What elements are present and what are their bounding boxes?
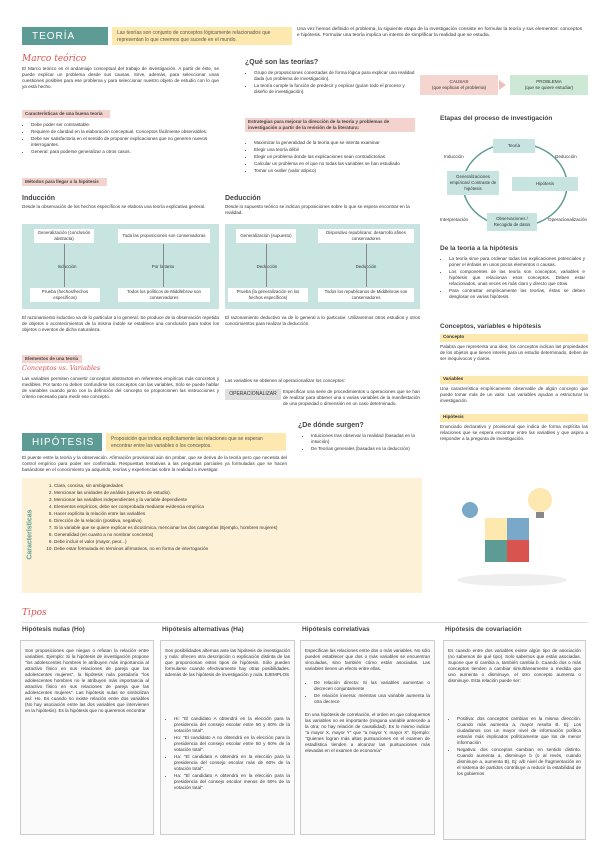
induccion-text: Desde la observación de los hechos espec… [22, 204, 206, 209]
tipo-nulas-box [20, 640, 154, 835]
etapa-generalizaciones: Generalizaciones empíricas/ Contraste de… [447, 171, 499, 195]
donde-list: Intuiciones tras observar la realidad (b… [302, 433, 422, 453]
ind-c1: Toda las proposiciones son conservadoras [118, 229, 210, 243]
cvh-hipotesis-text: Enunciado declarativo y provisional que … [440, 424, 588, 441]
etapa-teoria: Teoría [493, 139, 535, 153]
puzzle-lightbulb-illustration [457, 488, 567, 586]
etapas-title: Etapas del proceso de investigación [440, 115, 553, 122]
ded-line2 [366, 244, 367, 287]
teoria-definition: Las teorías son conjunto de conceptos ló… [112, 27, 292, 45]
teoria-header: TEORÍA [22, 27, 108, 45]
cvh-variables-text: Una característica empíricamente observa… [440, 386, 588, 403]
cvh-title: Conceptos, variables e hipótesis [440, 323, 542, 330]
etapa-operacionalizacion: Operacionalización [548, 217, 588, 222]
ind-b3: Prueba (hechos/hechos específicos) [30, 288, 100, 302]
tipo-nulas-text: Son proposiciones que niegan o refutan l… [25, 648, 149, 713]
tipo-covariacion-heading: Hipótesis de covariación [445, 626, 522, 633]
teoria-hipotesis-title: De la teoría a la hipótesis [440, 245, 519, 252]
teoria-hipotesis-list: La teoría sirve para ordenar todas las e… [440, 256, 585, 301]
hipotesis-text: El puente entre la teoría y la observaci… [22, 455, 287, 472]
tipo-alternativas-box [160, 640, 295, 835]
tipo-correlativas-list: De relación directa: Si las variables au… [305, 680, 430, 706]
que-title: ¿Qué son las teorías? [245, 59, 319, 66]
marco-title: Marco teórico [22, 54, 87, 64]
etapa-induccion: Inducción [444, 154, 464, 159]
ind-b2: Inducción [52, 262, 82, 271]
ded-line1 [266, 244, 267, 287]
cvh-concepto-label: Concepto [440, 334, 588, 342]
problema-box: PROBLEMA(que se quiere estudiar) [510, 75, 588, 95]
cvh-variables-label: Variables [440, 376, 588, 384]
cvh-concepto-text: Palabra que representa una idea; los con… [440, 344, 588, 361]
caract-panel [22, 478, 422, 593]
tipo-alternativas-text: Son posibilidades alternas ante las hipó… [165, 648, 290, 677]
caract-list: Clara, concisa, sin ambigüedades Mencion… [48, 483, 418, 553]
hipotesis-header: HIPÓTESIS [22, 433, 102, 451]
etapa-interpretacion: Interpretación [440, 217, 469, 222]
caract-label: Características [26, 509, 34, 561]
elementos-bar: Elementos de una teoría [22, 355, 82, 363]
tipo-correlativas-heading: Hipótesis correlativas [302, 626, 370, 633]
que-list2: Maximizar la generalidad de la teoría qu… [245, 140, 415, 175]
tipo-nulas-heading: Hipótesis nulas (Ho) [22, 626, 85, 633]
ded-c3: Todos los republicanos de Middlebrow son… [318, 288, 414, 302]
tipo-alternativas-heading: Hipótesis alternativas (Ha) [162, 626, 244, 633]
ind-c3: Todos los políticos de Middlebrow son co… [118, 288, 210, 302]
teoria-intro: Una vez hemos definido el problema, la s… [297, 27, 582, 39]
tipo-correlativas-box [300, 640, 435, 835]
ded-c1: Dispositivo republicano: desarrollo afin… [318, 229, 414, 243]
etapa-hipotesis: Hipótesis [512, 177, 578, 191]
ded-b2: Deducción [252, 262, 282, 271]
cvv-text: Las variables permiten convertir concept… [22, 376, 219, 399]
hipotesis-definition: Proposición que indica explícitamente la… [106, 433, 286, 451]
tipos-title: Tipos [22, 608, 47, 618]
induccion-title: Inducción [22, 195, 56, 202]
marco-bar2: Métodos para llegar a la hipótesis [22, 178, 107, 186]
operacionalizar-intro: Las variables se obtienen al operacional… [225, 378, 346, 383]
marco-bar1: Características de una buena teoría [22, 110, 110, 118]
donde-title: ¿De dónde surgen? [298, 422, 364, 429]
marco-list: Debe poder ser contrastable. Requiere de… [22, 122, 219, 156]
tipo-correlativas-text2: En una hipótesis de correlación, el orde… [305, 712, 430, 753]
causas-box: CAUSAS(que explican el problema) [420, 75, 498, 95]
cvv-title: Conceptos vs. Variables [22, 364, 101, 372]
etapa-deduccion: Deducción [555, 154, 577, 159]
ind-line1 [64, 244, 65, 287]
ded-b1: Generalización (supuesto) [236, 229, 296, 243]
tipo-alternativas-list: Hi: "El candidato A obtendrá en la elecc… [165, 716, 290, 792]
ind-line2 [163, 244, 164, 287]
caract-label-wrap: Características [22, 480, 38, 590]
ind-b1: Generalización (conclusión abstracta) [34, 229, 94, 243]
causas-arrow [499, 80, 506, 90]
induccion-foot: El razonamiento inductivo va de lo parti… [22, 315, 219, 332]
tipo-covariacion-box [443, 640, 586, 840]
deduccion-text: Desde lo supuesto teórico se indican pro… [225, 204, 410, 215]
cvh-hipotesis-label: Hipótesis [440, 414, 588, 422]
operacionalizar-text: Especificar una serie de procedimientos … [283, 389, 420, 406]
deduccion-foot: El razonamiento deductivo va de lo gener… [225, 315, 420, 326]
marco-text: El Marco teórico es el andamiaje concept… [22, 66, 219, 89]
ded-b3: Prueba (la generalización en los hechos … [228, 288, 308, 302]
que-list: Grupo de proposiciones conectadas de for… [245, 70, 415, 96]
etapa-observaciones: Observaciones / Recogida de datos [487, 213, 537, 231]
operacionalizar-label: OPERACIONALIZAR [225, 389, 281, 400]
tipo-covariacion-list: Positiva: dos conceptos cambian en la mi… [448, 716, 581, 778]
que-bar: Estrategias para mejorar la dirección de… [245, 118, 415, 132]
tipo-covariacion-text: Es cuando entre dos variables existe alg… [448, 648, 581, 683]
tipo-correlativas-text: Especifican las relaciones entre dos o m… [305, 648, 430, 671]
deduccion-title: Deducción [225, 195, 261, 202]
tipos-divider [22, 622, 588, 623]
